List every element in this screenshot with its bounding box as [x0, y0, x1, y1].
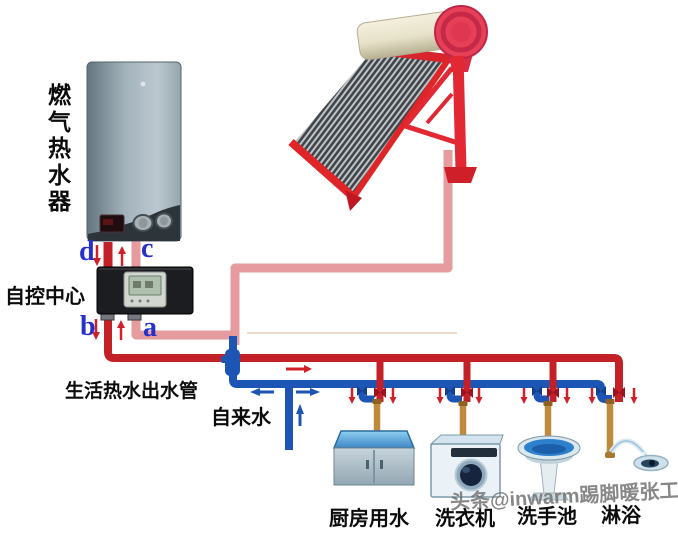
control-center-label: 自控中心 — [5, 286, 85, 308]
port-letter-d: d — [79, 236, 95, 267]
gas-heater-label: 燃气热水器 — [48, 82, 71, 214]
support-leg — [452, 55, 467, 171]
flow-arrows-red — [92, 245, 638, 404]
collector-right-rail — [352, 58, 451, 197]
pipe-solar-return — [131, 150, 453, 345]
port-letter-c: c — [141, 233, 154, 264]
faucet-pipes — [373, 401, 614, 456]
vacuum-tubes — [292, 50, 448, 196]
fixture-label-washbasin: 洗手池 — [517, 506, 577, 528]
support-braces — [403, 66, 459, 146]
washer-panel — [451, 448, 497, 457]
fixture-label-washing-machine: 洗衣机 — [435, 508, 495, 530]
hot-water-outlet-label: 生活热水出水管 — [65, 381, 199, 402]
washing-machine — [429, 434, 504, 498]
control-center-box — [96, 266, 194, 321]
port-letter-a: a — [143, 312, 157, 343]
cold-supply-valve — [221, 349, 240, 376]
cold-valves — [357, 386, 606, 396]
pipe-hot-drops — [376, 355, 557, 402]
tap-water-label: 自来水 — [211, 407, 271, 429]
fixture-label-shower: 淋浴 — [601, 505, 641, 527]
pipe-hot-main — [103, 242, 623, 402]
support-foot — [444, 167, 477, 183]
solar-collector — [288, 5, 488, 211]
gas-water-heater — [86, 61, 182, 242]
pipe-cold-main — [229, 336, 612, 450]
shower-drain — [605, 438, 669, 472]
kitchen-sink — [332, 430, 416, 486]
flow-arrows-blue — [250, 388, 320, 426]
faucet-nuts — [372, 399, 615, 406]
port-letter-b: b — [80, 311, 96, 342]
collector-corner-tip — [345, 190, 362, 211]
washbasin — [517, 435, 581, 501]
hot-valves — [374, 387, 625, 398]
tank-end-cap — [434, 5, 488, 59]
fixture-label-kitchen: 厨房用水 — [329, 508, 409, 530]
collector-bottom-rail — [288, 139, 355, 199]
